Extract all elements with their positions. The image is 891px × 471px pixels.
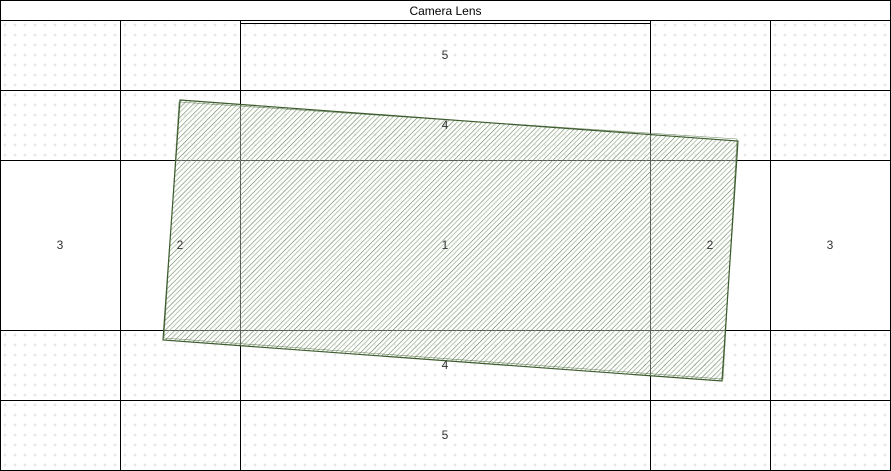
zone-label-row5-center: 5 (442, 428, 449, 442)
diagram-title: Camera Lens (409, 4, 481, 18)
tilted-lens-outline-sketch (163, 101, 738, 380)
zone-label-row3-left: 3 (57, 238, 64, 252)
zone-labels: 5 4 3 2 1 2 3 4 5 (57, 48, 834, 442)
zone-label-row2-center: 4 (442, 118, 449, 132)
zone-label-row3-innerleft: 2 (177, 238, 184, 252)
zone-label-row4-center: 4 (442, 358, 449, 372)
zone-label-row3-right: 3 (827, 238, 834, 252)
zone-label-row1-center: 5 (442, 48, 449, 62)
zone-label-row3-center: 1 (442, 238, 449, 252)
tilted-lens-area (162, 99, 739, 382)
zone-label-row3-innerright: 2 (707, 238, 714, 252)
